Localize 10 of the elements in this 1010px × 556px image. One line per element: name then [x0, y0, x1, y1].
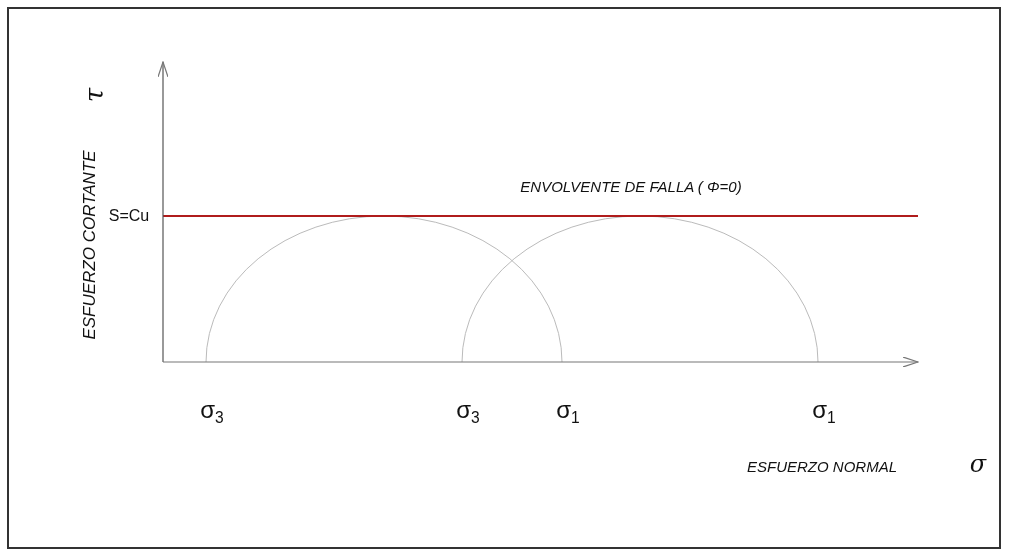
x-axis-title: ESFUERZO NORMAL	[747, 458, 897, 474]
stress-label: σ$_{3}$	[200, 398, 224, 426]
envelope-label: ENVOLVENTE DE FALLA ( Φ=0)	[520, 178, 742, 194]
cohesion-label: S=Cu	[108, 208, 150, 224]
normal-stress-symbol: σ	[969, 452, 987, 476]
stress-label: σ$_{1}$	[812, 398, 836, 426]
y-axis-title: ESFUERZO CORTANTE	[80, 150, 98, 340]
stress-label: σ$_{1}$	[556, 398, 580, 426]
stress-label: σ$_{3}$	[456, 398, 480, 426]
shear-stress-symbol: τ	[81, 87, 107, 103]
